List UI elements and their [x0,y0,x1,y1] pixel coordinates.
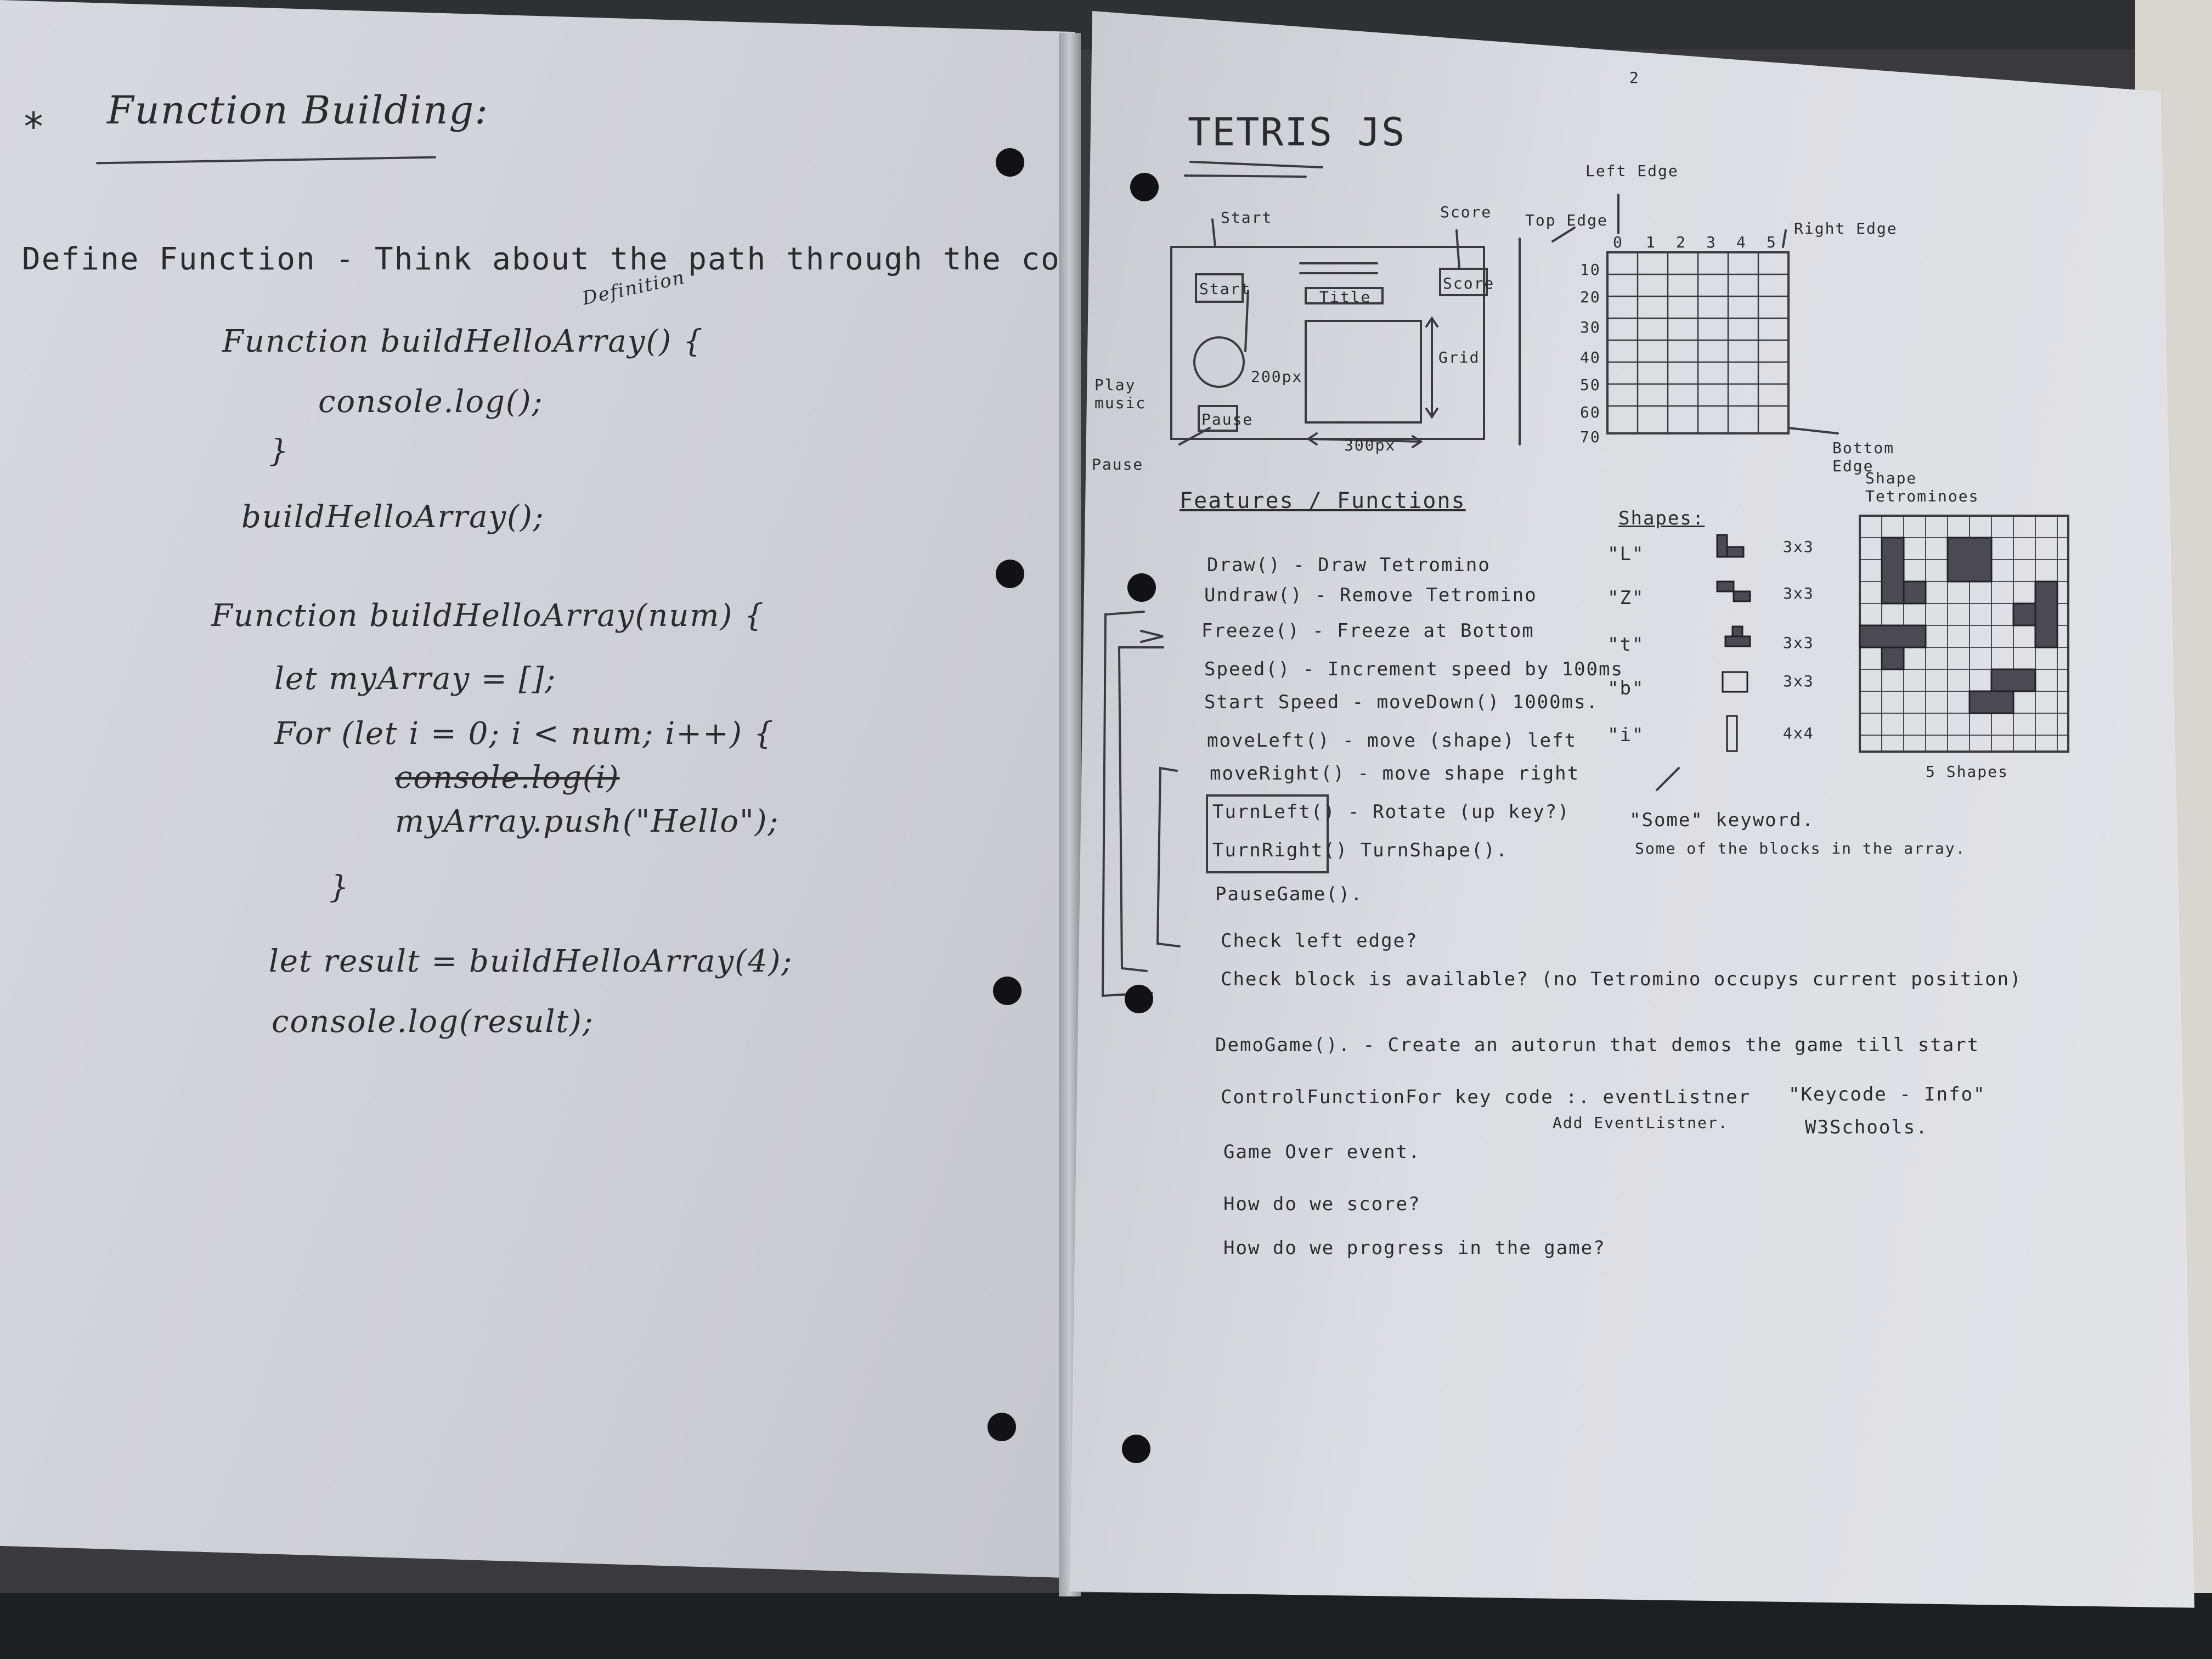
pause-box-label: Pause [1201,410,1254,428]
grid-col-label: 4 [1736,233,1747,251]
score-box-label: Score [1443,274,1495,292]
feature-line: DemoGame(). - Create an autorun that dem… [1215,1034,1980,1056]
page-title: Function Building: [107,88,489,133]
binder-hole [993,977,1022,1005]
pause-label: Pause [1092,455,1144,473]
grid-row-label: 50 [1580,376,1601,394]
feature-line: moveRight() - move shape right [1210,763,1580,785]
code-line-crossed: console.log(i) [395,760,620,795]
shapes-heading: Shapes: [1618,507,1705,529]
shape-size: 4x4 [1783,724,1814,742]
binder-hole [1125,985,1153,1013]
binder-hole [1122,1435,1150,1463]
code-line: let result = buildHelloArray(4); [269,944,793,979]
right-edge-label: Right Edge [1794,219,1898,238]
shape-name: "L" [1607,543,1645,565]
feature-line: Undraw() - Remove Tetromino [1204,584,1537,606]
title-box-label: Title [1319,288,1372,306]
score-label: Score [1440,203,1492,221]
binder-hole [996,148,1024,177]
grid-label: Grid [1438,348,1480,366]
desk-edge [0,1593,2212,1659]
grid-row-label: 60 [1580,403,1601,421]
code-line: For (let i = 0; i < num; i++) { [274,716,775,752]
star-mark: * [22,104,47,149]
event-listener-note: Add EventListner. [1553,1114,1729,1132]
grid-row-label: 70 [1580,428,1601,446]
feature-line: Draw() - Draw Tetromino [1207,554,1491,576]
start-box-label: Start [1199,280,1251,298]
grid-row-label: 40 [1580,348,1601,366]
feature-line: TurnLeft() - Rotate (up key?) [1212,801,1570,823]
shape-size: 3x3 [1783,584,1814,602]
grid-col-label: 2 [1676,233,1686,251]
shape-size: 3x3 [1783,634,1814,652]
shape-name: "t" [1607,634,1645,656]
shape-size: 3x3 [1783,672,1814,690]
left-edge-label: Left Edge [1585,162,1679,180]
binder-hole [1130,173,1159,201]
grid-col-label: 5 [1767,233,1777,251]
right-notebook-page: 2 TETRIS JS Start Start Title Score Scor… [1070,11,2194,1608]
feature-line: TurnRight() TurnShape(). [1212,839,1509,861]
code-line: console.log(); [318,384,544,420]
grid-row-label: 30 [1580,318,1601,336]
feature-line: How do we score? [1223,1193,1421,1215]
grid-col-label: 1 [1646,233,1656,251]
play-music-label: Play music [1094,376,1147,412]
binder-hole [996,560,1024,588]
code-line: buildHelloArray(); [241,499,545,535]
width-200-label: 200px [1251,368,1303,386]
width-300-label: 300px [1344,436,1396,454]
code-line: } [329,870,350,905]
feature-line: ControlFunctionFor key code :. eventList… [1221,1086,1751,1108]
start-label: Start [1221,208,1273,227]
some-blocks-note: Some of the blocks in the array. [1635,839,1966,857]
define-heading: Define Function - Think about the path t… [22,241,1075,277]
feature-line: How do we progress in the game? [1223,1237,1606,1259]
shape-name: "Z" [1607,587,1645,609]
feature-line: PauseGame(). [1215,883,1363,905]
code-line: console.log(result); [272,1004,594,1040]
grid-row-label: 10 [1580,261,1601,279]
tetrominoes-heading: Shape Tetrominoes [1865,469,1979,505]
code-line: myArray.push("Hello"); [395,804,780,839]
feature-line: Speed() - Increment speed by 100ms [1204,658,1623,680]
sketch-drawings [1101,161,2069,997]
feature-line: moveLeft() - move (shape) left [1207,730,1577,752]
tetris-title: TETRIS JS [1188,110,1406,155]
bottom-edge-label: Bottom Edge [1832,439,1895,475]
grid-row-label: 20 [1580,288,1601,306]
title-underline [96,156,436,165]
shape-name: "i" [1607,724,1645,746]
code-line: Function buildHelloArray() { [222,324,704,359]
binder-hole [988,1413,1016,1441]
grid-col-label: 3 [1706,233,1717,251]
feature-line: Freeze() - Freeze at Bottom [1201,620,1534,642]
top-edge-label: Top Edge [1525,211,1608,229]
code-line: } [269,433,290,469]
five-shapes-label: 5 Shapes [1926,763,2008,781]
w3schools-note: W3Schools. [1805,1116,1928,1138]
page-number: 2 [1629,69,1640,87]
grid-col-label: 0 [1613,233,1623,251]
features-heading: Features / Functions [1180,488,1466,514]
some-keyword-note: "Some" keyword. [1629,809,1815,831]
code-line: Function buildHelloArray(num) { [211,598,765,634]
shape-name: "b" [1607,678,1645,699]
code-line: let myArray = []; [274,661,557,697]
binder-hole [1127,573,1156,602]
shape-size: 3x3 [1783,538,1814,556]
feature-line: Check block is available? (no Tetromino … [1221,968,2022,990]
keycode-note: "Keycode - Info" [1788,1084,1986,1105]
left-notebook-page: * Function Building: Define Function - T… [0,0,1075,1578]
feature-line: Start Speed - moveDown() 1000ms. [1204,691,1599,713]
feature-line: Check left edge? [1221,930,1418,952]
feature-line: Game Over event. [1223,1141,1421,1163]
